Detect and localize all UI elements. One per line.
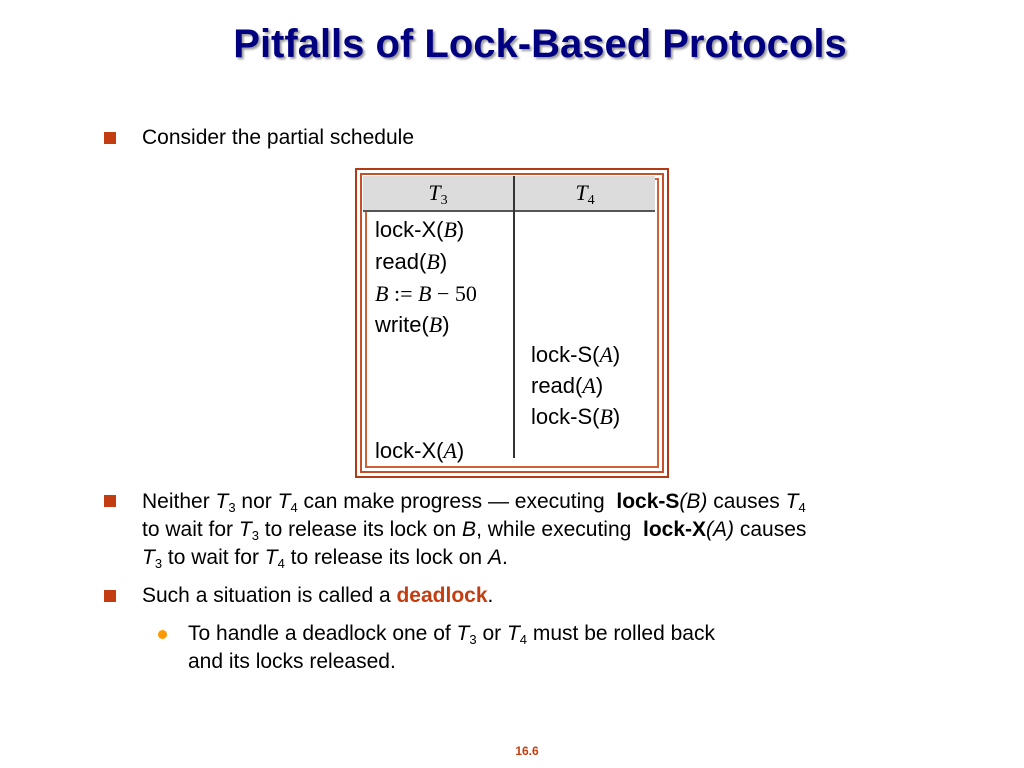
t4-op-lock-s-b: lock-S(B) <box>531 404 621 429</box>
deadlock-term: deadlock <box>396 584 488 607</box>
t3-op-write-b: write(B) <box>375 312 450 337</box>
t4-op-lock-s-a: lock-S(A) <box>531 342 621 367</box>
t3-op-read-b: read(B) <box>375 249 448 274</box>
bullet-text-neither-line3: T3 to wait for T4 to release its lock on… <box>142 546 508 571</box>
bullet-square <box>104 132 116 144</box>
t3-op-lock-x-a: lock-X(A) <box>375 438 465 463</box>
bullet-text-deadlock: Such a situation is called a deadlock. <box>142 584 494 607</box>
slide-title: Pitfalls of Lock-Based Protocols <box>233 22 847 66</box>
sub-bullet-text-line2: and its locks released. <box>188 650 396 673</box>
t4-op-read-a: read(A) <box>531 373 604 398</box>
bullet-text-neither-line2: to wait for T3 to release its lock on B,… <box>142 518 807 543</box>
t3-op-assign: B := B − 50 <box>375 281 477 306</box>
schedule-header-row: T3 T4 <box>363 176 655 212</box>
t3-op-lock-x-b: lock-X(B) <box>375 217 465 242</box>
header-t3: T3 <box>428 180 448 208</box>
header-t4: T4 <box>575 180 595 208</box>
bullet-square <box>104 590 116 602</box>
bullet-text-neither-line1: Neither T3 nor T4 can make progress — ex… <box>142 490 806 515</box>
sub-bullet-dot <box>158 630 167 639</box>
page-number: 16.6 <box>515 744 539 758</box>
sub-bullet-text-line1: To handle a deadlock one of T3 or T4 mus… <box>188 622 715 647</box>
schedule-frame: T3 T4 lock-X(B) read(B) B := B − 50 writ… <box>355 168 669 478</box>
bullet-square <box>104 495 116 507</box>
bullet-text-consider: Consider the partial schedule <box>142 126 414 149</box>
column-divider <box>513 176 515 458</box>
